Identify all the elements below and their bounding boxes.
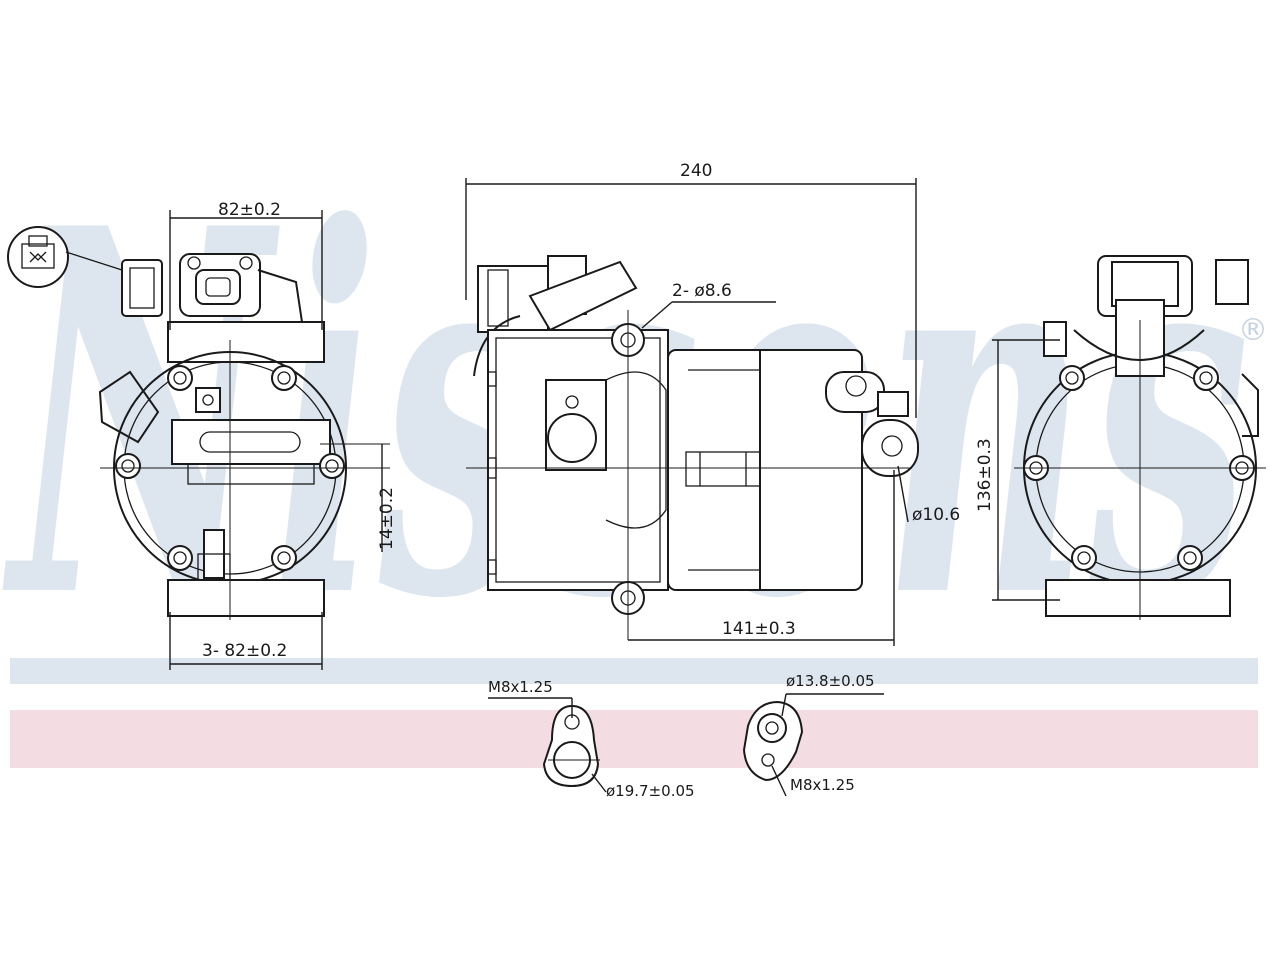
dim-mount-distance: 141±0.3 [722,619,796,639]
dim-lower-hole: ø10.6 [912,505,960,525]
suction-flange [488,697,607,793]
dim-vertical-offset: 14±0.2 [377,487,397,550]
dim-discharge-diameter: ø13.8±0.05 [786,672,875,690]
dim-height: 136±0.3 [975,438,995,512]
rear-view [992,255,1266,620]
dim-suction-diameter: ø19.7±0.05 [606,782,695,800]
side-view [465,178,919,646]
dim-suction-thread: M8x1.25 [488,678,553,696]
blue-band [10,658,1258,684]
dim-mount-holes: 2- ø8.6 [672,281,732,301]
dim-top-width: 82±0.2 [218,200,281,220]
registered-mark: ® [1238,313,1268,348]
dim-discharge-thread: M8x1.25 [790,776,855,794]
connector-callout [7,226,123,288]
pink-band [10,710,1258,768]
front-view [7,210,390,670]
dim-overall-length: 240 [680,161,712,181]
dim-bottom-holes: 3- 82±0.2 [202,641,287,661]
discharge-flange [742,693,884,797]
